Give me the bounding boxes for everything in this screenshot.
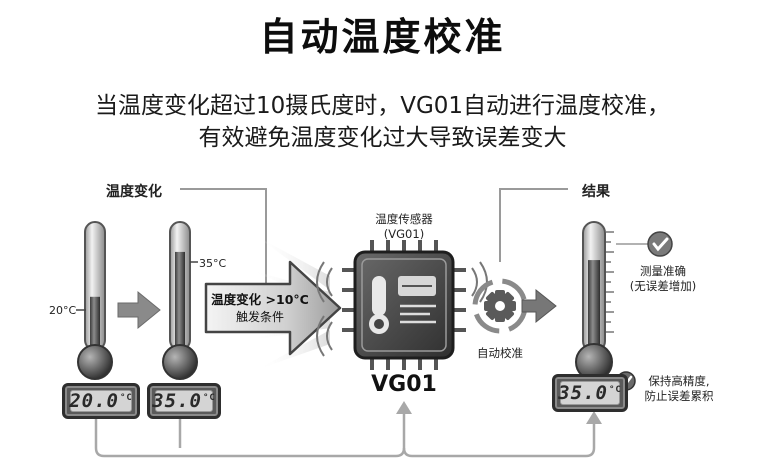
signal-wave-icon: [316, 261, 488, 357]
display-right-value: 35.0: [558, 382, 608, 404]
calibrate-label: 自动校准: [477, 346, 523, 360]
display-mid-unit: °C: [202, 393, 216, 403]
check-icon: [647, 231, 673, 257]
thermometer-tick-mid: 35°C: [199, 257, 227, 270]
connector-line: [499, 188, 568, 262]
sensor-label-line-1: 温度传感器: [375, 212, 433, 226]
connector-line: [94, 412, 406, 458]
arrow-right-icon: [521, 288, 557, 324]
display-left-value: 20.0: [69, 390, 119, 412]
section-label-temp-change: 温度变化: [106, 184, 162, 200]
result-note-precision: 保持高精度, 防止误差累积: [638, 374, 720, 404]
display-left-unit: °C: [119, 393, 133, 403]
arrow-right-icon: [117, 290, 161, 330]
connector-line: [402, 414, 596, 458]
gear-icon: [472, 278, 528, 334]
trigger-line-2: 触发条件: [235, 310, 284, 324]
arrow-up-icon: [396, 401, 412, 414]
display-left: 20.0°C: [62, 383, 140, 419]
thermometer-icon: [575, 221, 614, 381]
subtitle-line-1: 当温度变化超过10摄氏度时，VG01自动进行温度校准，: [94, 93, 671, 119]
display-mid: 35.0°C: [147, 383, 221, 419]
sensor-name: VG01: [371, 372, 437, 397]
thermometer-icon: [76, 221, 113, 380]
result-note2-line-2: 防止误差累积: [644, 389, 714, 403]
trigger-line-1: 温度变化 >10°C: [211, 292, 309, 307]
result-note2-line-1: 保持高精度,: [648, 374, 710, 388]
subtitle-line-2: 有效避免温度变化过大导致误差变大: [198, 125, 567, 151]
trigger-condition: 温度变化 >10°C 触发条件: [210, 291, 310, 326]
sensor-label-line-2: (VG01): [383, 227, 425, 241]
result-note1-line-1: 测量准确: [640, 264, 686, 278]
result-note-accuracy: 测量准确 (无误差增加): [618, 264, 708, 294]
chip-icon: [342, 240, 466, 370]
thermometer-tick-left: 20°C: [49, 304, 77, 317]
sensor-label: 温度传感器 (VG01): [364, 212, 444, 242]
connector-line: [180, 188, 267, 288]
page-title: 自动温度校准: [259, 15, 506, 59]
arrow-up-icon: [586, 411, 602, 424]
thermometer-icon: [162, 221, 198, 380]
trigger-arrow: [204, 260, 342, 356]
result-note1-line-2: (无误差增加): [629, 279, 697, 293]
display-right-unit: °C: [608, 385, 622, 395]
display-mid-value: 35.0: [152, 390, 202, 412]
section-label-result: 结果: [582, 184, 610, 200]
display-right: 35.0°C: [552, 374, 628, 412]
